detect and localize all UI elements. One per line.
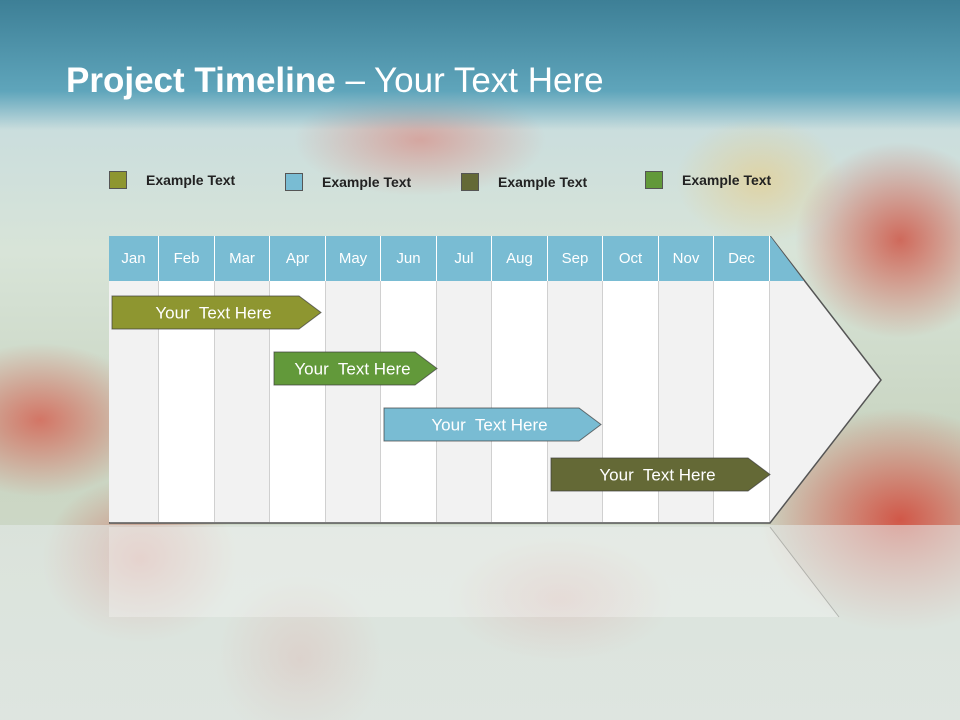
legend-swatch	[109, 171, 127, 189]
legend-swatch	[645, 171, 663, 189]
timeline-task-bar: Your Text Here	[383, 407, 602, 442]
legend-label: Example Text	[322, 174, 412, 190]
slide-title: Project Timeline – Your Text Here	[66, 58, 604, 104]
month-label: May	[326, 236, 381, 281]
task-bar-label: Your Text Here	[294, 360, 410, 379]
month-label: Jul	[437, 236, 492, 281]
legend-label: Example Text	[682, 172, 772, 188]
reflection-fade	[0, 525, 960, 720]
month-column	[492, 281, 548, 522]
month-label: Feb	[159, 236, 215, 281]
title-banner	[0, 0, 960, 130]
month-label: Oct	[603, 236, 659, 281]
month-column	[326, 281, 381, 522]
legend-swatch	[285, 173, 303, 191]
timeline-reflection	[109, 527, 840, 618]
legend-swatch	[461, 173, 479, 191]
month-label: Nov	[659, 236, 714, 281]
legend-label: Example Text	[498, 174, 588, 190]
task-bar-label: Your Text Here	[599, 466, 715, 485]
month-column	[381, 281, 437, 522]
month-label: Dec	[714, 236, 770, 281]
task-bar-label: Your Text Here	[155, 304, 271, 323]
month-label: Aug	[492, 236, 548, 281]
title-bold: Project Timeline	[66, 61, 336, 100]
month-label: Apr	[270, 236, 326, 281]
title-rest: – Your Text Here	[335, 61, 604, 100]
month-label: Sep	[548, 236, 603, 281]
timeline-task-bar: Your Text Here	[273, 351, 438, 386]
legend-label: Example Text	[146, 172, 236, 188]
month-label: Jan	[109, 236, 159, 281]
month-column	[437, 281, 492, 522]
timeline-task-bar: Your Text Here	[111, 295, 322, 330]
timeline-task-bar: Your Text Here	[550, 457, 771, 492]
month-label: Mar	[215, 236, 270, 281]
task-bar-label: Your Text Here	[431, 416, 547, 435]
month-label: Jun	[381, 236, 437, 281]
